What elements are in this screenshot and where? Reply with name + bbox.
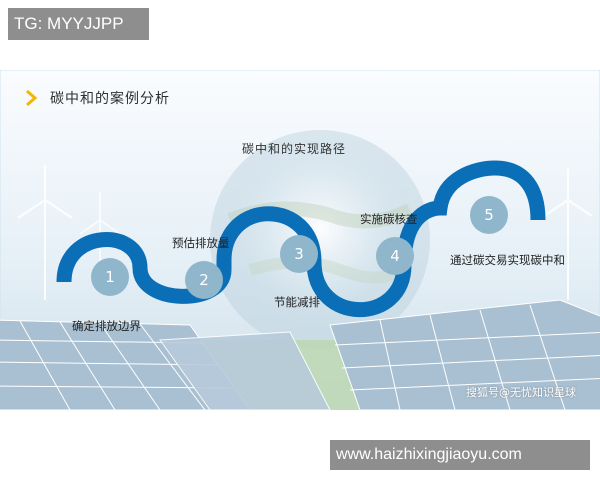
slide-background — [0, 70, 600, 410]
slide-title: 碳中和的案例分析 — [50, 91, 170, 107]
chevron-right-icon — [26, 90, 38, 106]
path-title: 碳中和的实现路径 — [242, 142, 347, 156]
step-label-2: 预估排放量 — [172, 236, 230, 250]
wind-turbine-left — [17, 165, 73, 300]
slide: 碳中和的案例分析 碳中和的实现路径 1 2 3 4 5 确定排放边界 预估排放量… — [0, 70, 600, 410]
slide-header: 碳中和的案例分析 — [26, 88, 170, 108]
wind-turbine-right — [543, 168, 593, 300]
bottom-url-tag: www.haizhixingjiaoyu.com — [330, 440, 590, 470]
globe-shape — [210, 130, 430, 350]
solar-panels-right — [329, 299, 600, 410]
step-number-3: 3 — [280, 235, 318, 273]
wave-path — [56, 160, 546, 317]
solar-panels-left — [0, 319, 331, 410]
top-watermark-tag: TG: MYYJJPP — [8, 8, 149, 40]
step-number-4: 4 — [376, 237, 414, 275]
step-label-5: 通过碳交易实现碳中和 — [450, 253, 565, 267]
step-label-4: 实施碳核查 — [360, 212, 418, 226]
source-watermark: 搜狐号@无忧知识星球 — [466, 386, 576, 399]
step-label-1: 确定排放边界 — [72, 319, 141, 333]
step-number-5: 5 — [470, 196, 508, 234]
step-label-3: 节能减排 — [274, 295, 320, 309]
step-number-1: 1 — [91, 258, 129, 296]
step-number-2: 2 — [185, 261, 223, 299]
